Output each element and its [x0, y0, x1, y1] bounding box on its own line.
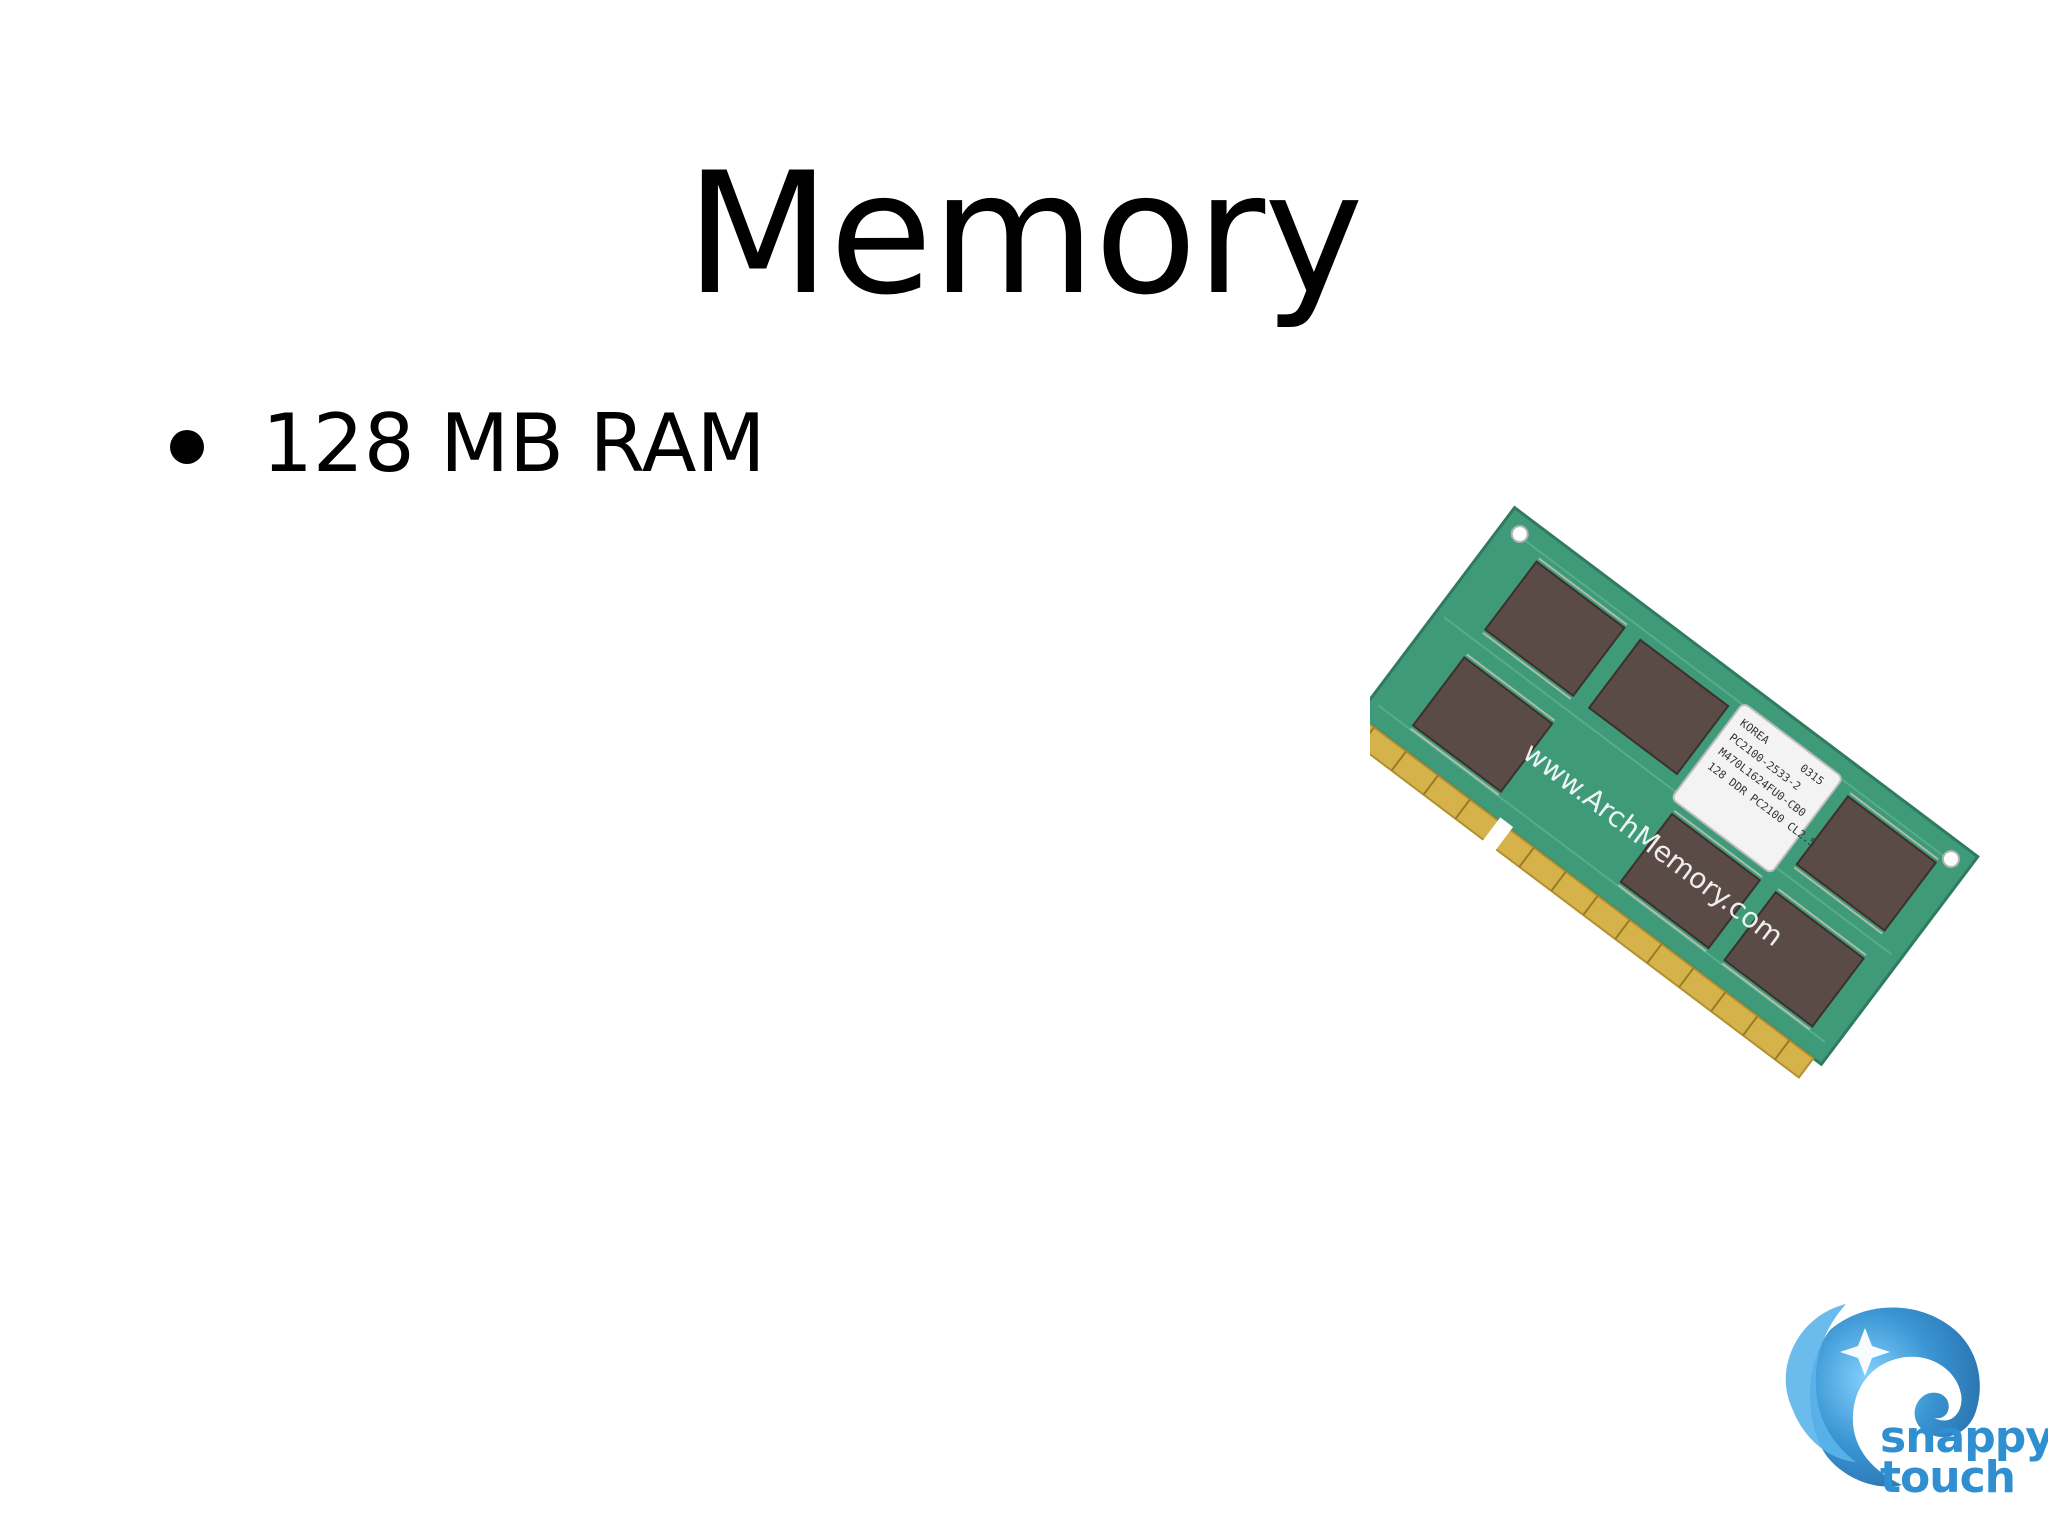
- logo-text: snappy touch: [1880, 1412, 2048, 1503]
- snappy-touch-logo-icon: [1785, 1304, 1980, 1487]
- slide-title: Memory: [685, 136, 1363, 332]
- bullet-dot-icon: [170, 430, 204, 464]
- ram-module-image: KOREA 0315 PC2100-2533-2 M470L1624FU0-CB…: [1370, 505, 1980, 1079]
- bullet-item: 128 MB RAM: [170, 400, 766, 488]
- bullet-list: 128 MB RAM: [170, 400, 766, 488]
- logo-text-line: snappy: [1880, 1412, 2048, 1463]
- bullet-text: 128 MB RAM: [262, 397, 766, 490]
- logo-text-line: touch: [1880, 1452, 2016, 1503]
